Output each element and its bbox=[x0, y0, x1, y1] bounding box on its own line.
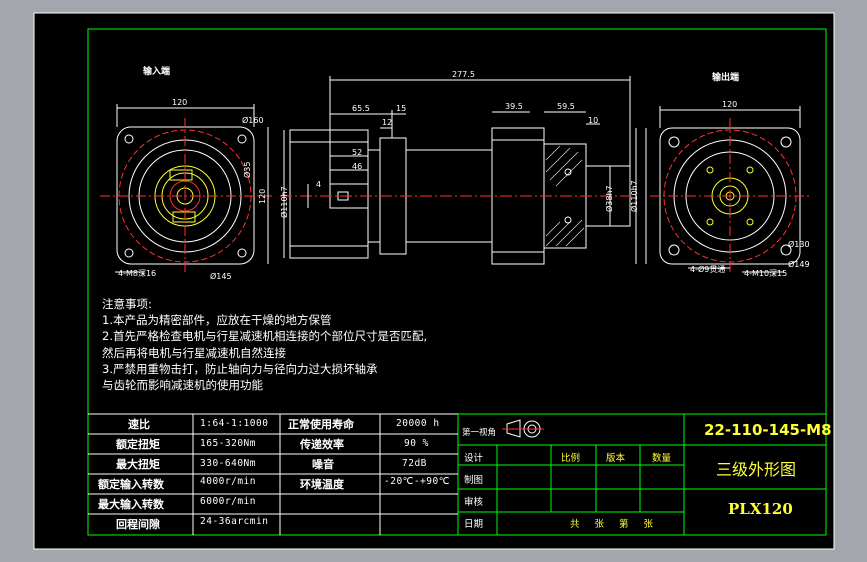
dim-39: 39.5 bbox=[505, 102, 523, 111]
output-end-view bbox=[645, 106, 810, 274]
spec-value: 165-320Nm bbox=[200, 438, 256, 449]
header-scale: 比例 bbox=[561, 453, 581, 464]
dim-15: 15 bbox=[396, 104, 407, 113]
spec-value: 20000 h bbox=[396, 418, 440, 429]
title-block-grid bbox=[458, 414, 826, 535]
spec-label: 速比 bbox=[128, 418, 150, 431]
dim-65: 65.5 bbox=[352, 104, 370, 113]
dim-149: Ø149 bbox=[788, 260, 810, 269]
dim-overall: 277.5 bbox=[452, 70, 475, 79]
header-quantity: 数量 bbox=[652, 453, 672, 464]
output-end-label: 输出端 bbox=[712, 73, 740, 83]
spec-value: 330-640Nm bbox=[200, 458, 256, 469]
note-line: 与齿轮而影响减速机的使用功能 bbox=[102, 377, 263, 392]
dim-160: Ø160 bbox=[242, 116, 264, 125]
spec-value: 24-36arcmin bbox=[200, 516, 269, 527]
dim-10: 10 bbox=[588, 116, 599, 125]
note-line: 3.严禁用重物击打，防止轴向力与径向力过大损坏轴承 bbox=[102, 361, 378, 376]
dim-110h7: Ø110h7 bbox=[280, 186, 289, 218]
row-label-date: 日期 bbox=[464, 519, 484, 530]
spec-label: 最大扭矩 bbox=[116, 458, 160, 471]
spec-label: 额定扭矩 bbox=[116, 438, 160, 451]
input-end-view bbox=[100, 104, 272, 274]
input-end-label: 输入端 bbox=[143, 67, 171, 77]
spec-label: 正常使用寿命 bbox=[288, 418, 354, 431]
model-number: PLX120 bbox=[728, 500, 793, 518]
spec-value: -20℃-+90℃ bbox=[384, 476, 450, 487]
notes-block: 注意事项: 1.本产品为精密部件，应放在干燥的地方保管 2.首先严格检查电机与行… bbox=[102, 296, 427, 393]
dim-120-left: 120 bbox=[172, 98, 188, 107]
spec-table-grid bbox=[87, 413, 827, 536]
dim-120-right: 120 bbox=[722, 100, 738, 109]
spec-value: 4000r/min bbox=[200, 476, 256, 487]
dim-35: Ø35 bbox=[243, 161, 252, 178]
spec-label: 额定输入转数 bbox=[98, 478, 164, 491]
spec-label: 环境温度 bbox=[300, 478, 344, 491]
projection-symbol-icon bbox=[502, 419, 544, 438]
side-view bbox=[280, 76, 640, 265]
dim-38h7: Ø38h7 bbox=[605, 185, 614, 212]
notes-title: 注意事项: bbox=[102, 297, 152, 311]
dim-59: 59.5 bbox=[557, 102, 575, 111]
note-line: 1.本产品为精密部件，应放在干燥的地方保管 bbox=[102, 313, 332, 328]
spec-value: 90 % bbox=[404, 438, 429, 449]
drawing-code: 22-110-145-M8 bbox=[704, 421, 832, 439]
dim-110h7-b: Ø110h7 bbox=[630, 180, 639, 212]
drawing-background bbox=[33, 12, 835, 550]
note-line: 2.首先严格检查电机与行星减速机相连接的个部位尺寸是否匹配, bbox=[102, 329, 428, 344]
row-label-design: 设计 bbox=[464, 453, 484, 464]
dim-4: 4 bbox=[316, 180, 322, 189]
spec-value: 72dB bbox=[402, 458, 427, 469]
dim-145: Ø145 bbox=[210, 272, 232, 281]
view-label: 第一视角 bbox=[462, 428, 497, 438]
dim-hole-right-2: 4-M10深15 bbox=[744, 269, 788, 278]
spec-value: 6000r/min bbox=[200, 496, 256, 507]
spec-label: 回程间隙 bbox=[116, 518, 160, 531]
sheet-count: 共 张 第 张 bbox=[570, 519, 660, 530]
spec-label: 噪音 bbox=[312, 458, 334, 471]
dim-12: 12 bbox=[382, 118, 393, 127]
dim-hole-right-1: 4-Ø9贯通 bbox=[690, 265, 726, 274]
row-label-drawing: 制图 bbox=[464, 475, 484, 486]
dim-46: 46 bbox=[352, 162, 363, 171]
row-label-review: 审核 bbox=[464, 497, 484, 508]
header-version: 版本 bbox=[606, 453, 626, 464]
dim-hole-left: 4-M8深16 bbox=[118, 269, 157, 278]
drawing-name: 三级外形图 bbox=[716, 460, 797, 479]
dim-120-vert: 120 bbox=[258, 188, 267, 204]
note-line: 然后再将电机与行星减速机自然连接 bbox=[102, 345, 286, 360]
spec-label: 最大输入转数 bbox=[98, 498, 164, 511]
dim-52: 52 bbox=[352, 148, 363, 157]
spec-value: 1:64-1:1000 bbox=[200, 418, 269, 429]
spec-label: 传递效率 bbox=[300, 438, 344, 451]
dim-130: Ø130 bbox=[788, 240, 810, 249]
